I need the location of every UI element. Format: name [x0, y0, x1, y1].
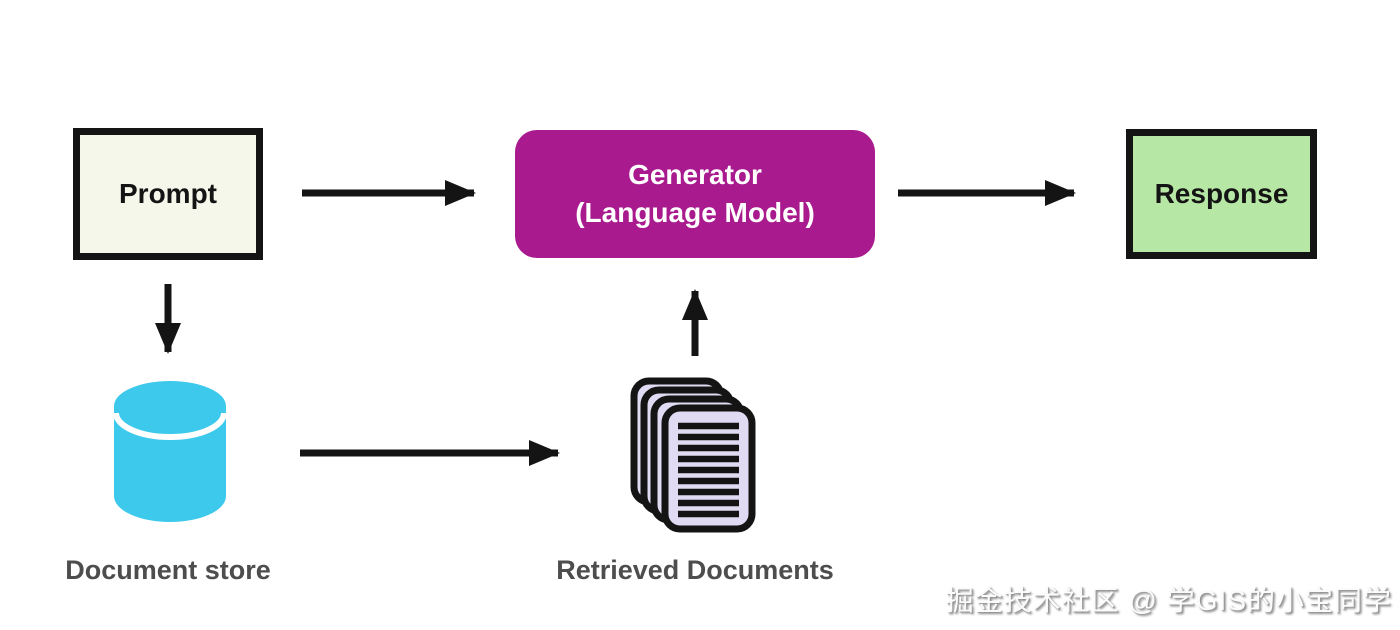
generator-node: Generator (Language Model) — [515, 130, 875, 258]
generator-label-line2: (Language Model) — [575, 197, 815, 228]
generator-label-line1: Generator — [628, 159, 762, 190]
retrieved-documents-caption: Retrieved Documents — [556, 555, 834, 585]
document-stack-icon — [630, 377, 756, 533]
response-label: Response — [1154, 178, 1289, 209]
watermark-text: 掘金技术社区 @ 学GIS的小宝同学 — [945, 585, 1392, 616]
prompt-node: Prompt — [73, 128, 263, 260]
response-node: Response — [1126, 129, 1317, 259]
prompt-label: Prompt — [119, 178, 217, 209]
document-store-caption: Document store — [65, 555, 271, 585]
database-cylinder-icon — [113, 381, 227, 522]
